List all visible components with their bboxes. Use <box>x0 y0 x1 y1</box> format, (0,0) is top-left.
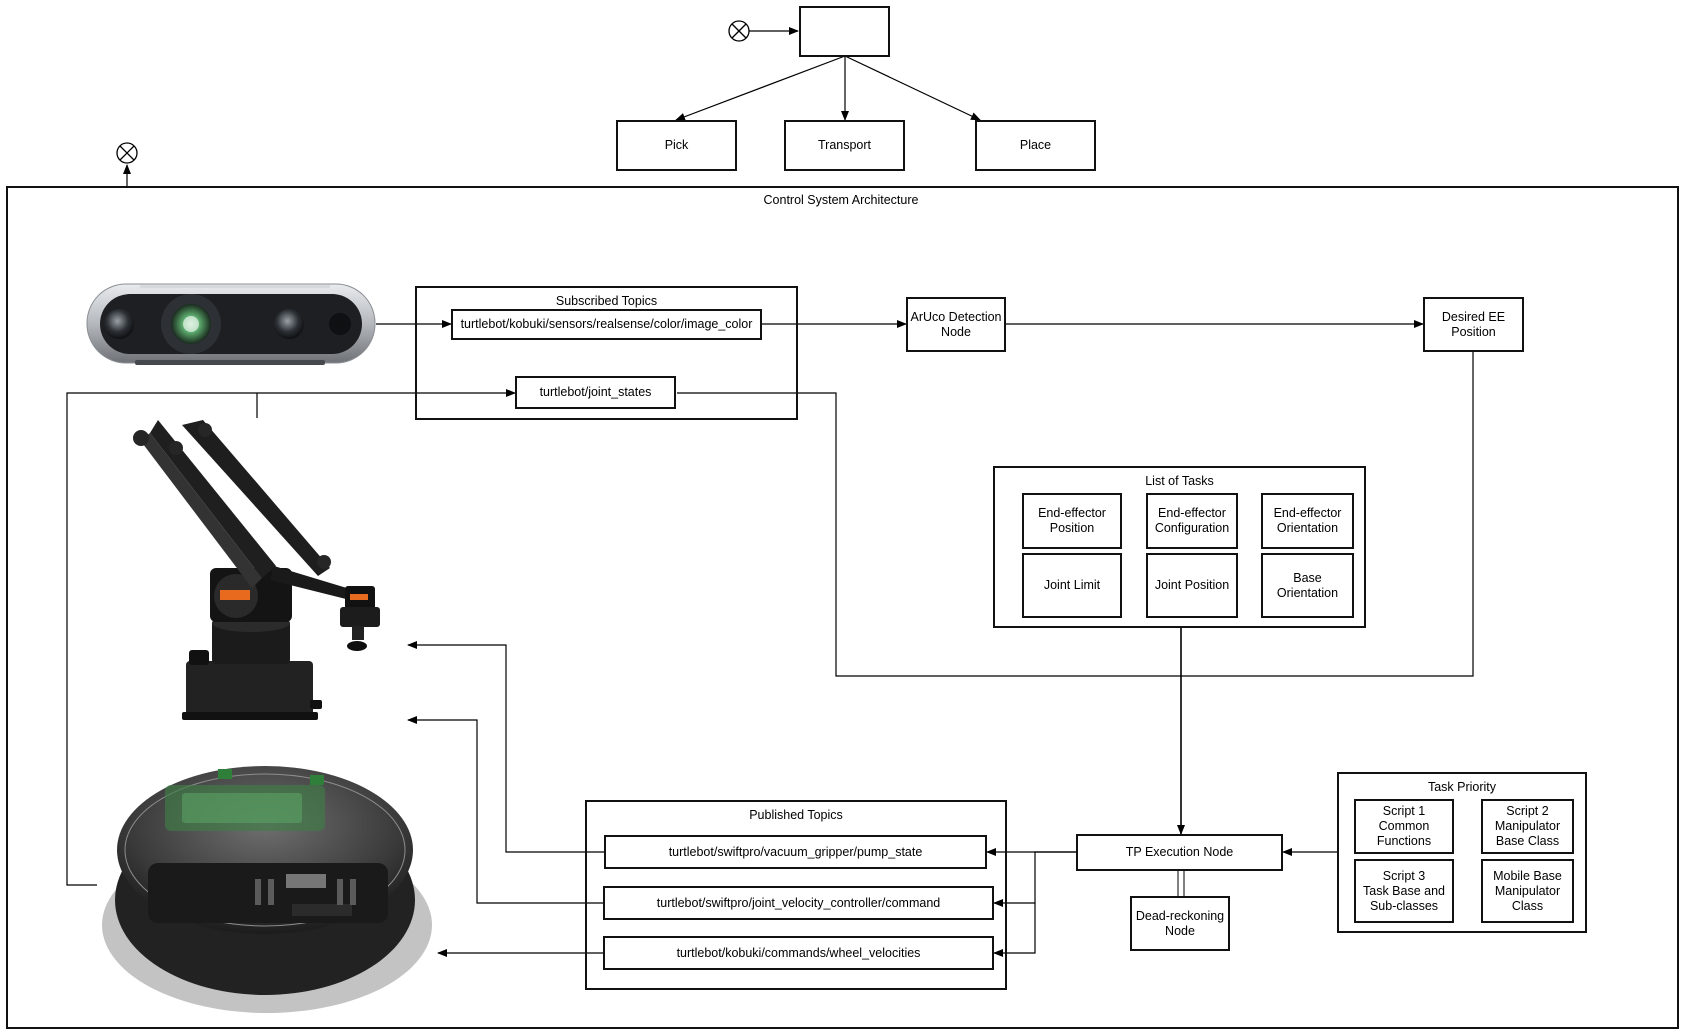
task-joint-position-label: Joint Position <box>1154 578 1230 592</box>
pick-task-box: Pick <box>616 120 737 171</box>
architecture-crossed-circle-icon <box>116 142 138 164</box>
joint-velocity-topic: turtlebot/swiftpro/joint_velocity_contro… <box>603 886 994 920</box>
subscribed-topics-title: Subscribed Topics <box>555 294 658 308</box>
task-joint-limit: Joint Limit <box>1022 553 1122 618</box>
edge-joint-velocity-to-arm <box>407 716 603 904</box>
edge-tp-to-joint-velocity <box>993 851 1076 907</box>
script-1-box: Script 1 Common Functions <box>1354 799 1454 854</box>
dead-reckoning-node: Dead-reckoning Node <box>1130 896 1230 951</box>
wheel-velocities-topic: turtlebot/kobuki/commands/wheel_velociti… <box>603 936 994 970</box>
task-ee-position: End-effector Position <box>1022 493 1122 549</box>
task-ee-configuration-label: End-effector Configuration <box>1154 506 1230 535</box>
script-2-box: Script 2 Manipulator Base Class <box>1481 799 1574 854</box>
joint-velocity-topic-label: turtlebot/swiftpro/joint_velocity_contro… <box>656 895 941 910</box>
transport-task-label: Transport <box>817 138 872 152</box>
task-list-title: List of Tasks <box>1145 474 1214 488</box>
pick-task-label: Pick <box>664 138 689 152</box>
mobile-base-manipulator-label: Mobile Base Manipulator Class <box>1493 868 1562 913</box>
task-ee-orientation-label: End-effector Orientation <box>1273 506 1342 535</box>
dead-reckoning-label: Dead-reckoning Node <box>1135 908 1225 938</box>
desired-ee-position: Desired EE Position <box>1423 297 1524 352</box>
script-2-label: Script 2 Manipulator Base Class <box>1494 804 1561 848</box>
task-joint-limit-label: Joint Limit <box>1043 578 1101 592</box>
place-task-label: Place <box>1019 138 1052 152</box>
task-joint-position: Joint Position <box>1146 553 1238 618</box>
script-1-label: Script 1 Common Functions <box>1376 804 1432 848</box>
task-base-orientation-label: Base Orientation <box>1276 570 1339 600</box>
script-3-label: Script 3 Task Base and Sub-classes <box>1363 868 1445 913</box>
subscribed-topics-group: Subscribed Topics <box>415 286 798 420</box>
aruco-detection-label: ArUco Detection Node <box>910 309 1002 339</box>
place-task-box: Place <box>975 120 1096 171</box>
edge-joint-states-to-tp <box>677 392 1181 677</box>
joint-states-topic-label: turtlebot/joint_states <box>539 385 652 399</box>
architecture-title: Control System Architecture <box>763 193 919 207</box>
depth-camera-icon <box>86 283 376 365</box>
tp-execution-label: TP Execution Node <box>1125 845 1234 859</box>
robot-arm-icon <box>133 420 380 720</box>
pump-state-topic: turtlebot/swiftpro/vacuum_gripper/pump_s… <box>604 835 987 869</box>
aruco-detection-node: ArUco Detection Node <box>906 297 1006 352</box>
edge-robot-to-joint-states <box>66 389 516 886</box>
architecture-container <box>6 186 1679 1029</box>
task-ee-position-label: End-effector Position <box>1038 506 1106 535</box>
task-priority-group: Task Priority <box>1337 772 1587 933</box>
top-crossed-circle-icon <box>728 20 750 42</box>
published-topics-group: Published Topics <box>585 800 1007 990</box>
top-rotation-box <box>799 6 890 57</box>
task-base-orientation: Base Orientation <box>1261 553 1354 618</box>
joint-states-topic: turtlebot/joint_states <box>515 376 676 409</box>
desired-ee-label: Desired EE Position <box>1441 309 1506 339</box>
edge-desired-ee-to-tp <box>1181 352 1474 677</box>
task-priority-title: Task Priority <box>1427 780 1497 794</box>
edge-to-place <box>844 55 981 121</box>
pump-state-topic-label: turtlebot/swiftpro/vacuum_gripper/pump_s… <box>668 844 923 859</box>
task-list-group: List of Tasks <box>993 466 1366 628</box>
edge-to-pick <box>675 55 846 121</box>
image-color-topic-label: turtlebot/kobuki/sensors/realsense/color… <box>460 317 753 331</box>
task-ee-configuration: End-effector Configuration <box>1146 493 1238 549</box>
tp-execution-node: TP Execution Node <box>1076 834 1283 871</box>
mobile-base-manipulator-box: Mobile Base Manipulator Class <box>1481 859 1574 923</box>
published-topics-title: Published Topics <box>749 808 843 822</box>
edge-pump-to-arm <box>407 641 604 853</box>
image-color-topic: turtlebot/kobuki/sensors/realsense/color… <box>451 309 762 340</box>
transport-task-box: Transport <box>784 120 905 171</box>
script-3-box: Script 3 Task Base and Sub-classes <box>1354 859 1454 923</box>
kobuki-base-icon <box>102 766 432 1013</box>
wheel-velocities-topic-label: turtlebot/kobuki/commands/wheel_velociti… <box>676 945 921 960</box>
task-ee-orientation: End-effector Orientation <box>1261 493 1354 549</box>
edge-tp-to-wheel-velocities <box>993 903 1036 957</box>
